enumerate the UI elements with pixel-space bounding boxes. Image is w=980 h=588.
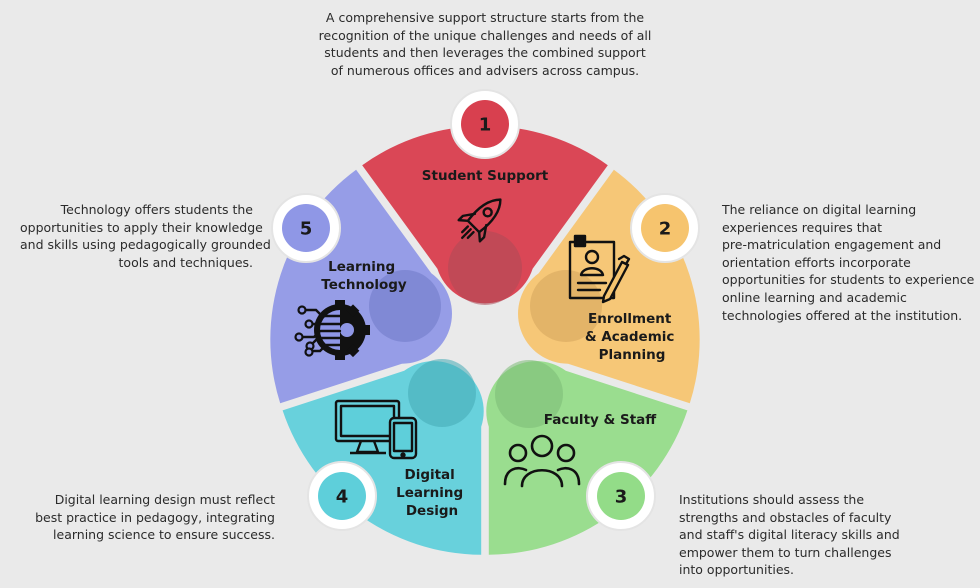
number-badge-3: 3 xyxy=(586,461,656,531)
segment-label-faculty-staff: Faculty & Staff xyxy=(544,412,657,428)
segment-label-student-support: Student Support xyxy=(422,168,549,184)
document-with-pen-icon xyxy=(568,234,631,304)
description-learning-technology: Technology offers students the opportuni… xyxy=(20,201,271,271)
description-line: online learning and academic xyxy=(722,289,907,305)
segment-label-line: Student Support xyxy=(422,168,549,184)
segment-label-learning-technology: Learning Technology xyxy=(321,259,407,293)
badge-fill xyxy=(318,472,366,520)
desktop-and-phone-icon xyxy=(334,399,418,460)
description-faculty-staff: Institutions should assess the strengths… xyxy=(679,491,939,579)
description-line: Digital learning design must reflect xyxy=(54,492,275,507)
segment-label-line: & Academic xyxy=(585,329,675,345)
description-line: students and then leverages the combined… xyxy=(324,45,646,61)
overlap-lens xyxy=(495,360,563,428)
segment-label-line: Enrollment xyxy=(588,311,672,327)
description-line: pre-matriculation engagement and xyxy=(722,237,942,253)
badge-number: 4 xyxy=(336,487,349,508)
segment-label-line: Learning xyxy=(328,259,395,275)
description-line: Institutions should assess the xyxy=(679,492,865,507)
badge-number: 5 xyxy=(300,219,313,240)
segment-label-enrollment-planning: Enrollment & Academic Planning xyxy=(585,311,679,363)
description-line: and skills using pedagogically grounded xyxy=(20,237,271,253)
badge-fill xyxy=(597,472,645,520)
circuit-gear-icon xyxy=(294,300,370,360)
badge-fill xyxy=(461,100,509,148)
description-line: into opportunities. xyxy=(679,562,794,578)
overlap-lens xyxy=(369,270,441,342)
badge-number: 1 xyxy=(479,115,492,136)
description-line: Technology offers students the xyxy=(60,202,253,217)
people-group-icon xyxy=(503,434,581,488)
rocket-icon xyxy=(457,198,502,243)
description-line: orientation efforts incorporate xyxy=(722,254,911,270)
description-line: of numerous offices and advisers across … xyxy=(330,62,640,78)
number-badge-1: 1 xyxy=(450,89,520,159)
segment-label-line: Design xyxy=(406,503,458,519)
segment-label-line: Planning xyxy=(599,347,666,363)
overlap-lens xyxy=(530,270,602,342)
description-line: technologies offered at the institution. xyxy=(722,307,963,323)
overlap-lens xyxy=(408,359,476,427)
badge-number: 3 xyxy=(615,487,628,508)
description-student-support: A comprehensive support structure starts… xyxy=(300,9,670,79)
segment-label-line: Faculty & Staff xyxy=(544,412,657,428)
number-badge-5: 5 xyxy=(271,193,341,263)
badge-fill xyxy=(282,204,330,252)
number-badge-2: 2 xyxy=(630,193,700,263)
number-badge-4: 4 xyxy=(307,461,377,531)
description-line: tools and techniques. xyxy=(118,254,253,270)
overlap-lens xyxy=(448,231,522,305)
segment-label-line: Technology xyxy=(321,277,407,293)
description-line: A comprehensive support structure starts… xyxy=(325,10,645,25)
segment-label-digital-learning-design: Digital Learning Design xyxy=(396,467,468,519)
description-line: empower them to turn challenges xyxy=(679,544,892,560)
description-line: recognition of the unique challenges and… xyxy=(318,27,652,43)
badge-fill xyxy=(641,204,689,252)
segment-label-line: Digital xyxy=(404,467,454,483)
badge-number: 2 xyxy=(659,219,672,240)
description-line: experiences requires that xyxy=(722,219,883,235)
description-line: opportunities to apply their knowledge xyxy=(20,219,263,235)
description-line: strengths and obstacles of faculty xyxy=(679,509,892,525)
description-line: opportunities for students to experience xyxy=(722,272,975,288)
description-line: and staff's digital literacy skills and xyxy=(679,527,900,543)
segment-label-line: Learning xyxy=(396,485,463,501)
description-line: learning science to ensure success. xyxy=(53,527,275,543)
description-line: The reliance on digital learning xyxy=(722,202,917,217)
description-enrollment-planning: The reliance on digital learning experie… xyxy=(722,201,975,324)
description-line: best practice in pedagogy, integrating xyxy=(35,509,275,525)
description-digital-learning-design: Digital learning design must reflect bes… xyxy=(20,491,275,544)
